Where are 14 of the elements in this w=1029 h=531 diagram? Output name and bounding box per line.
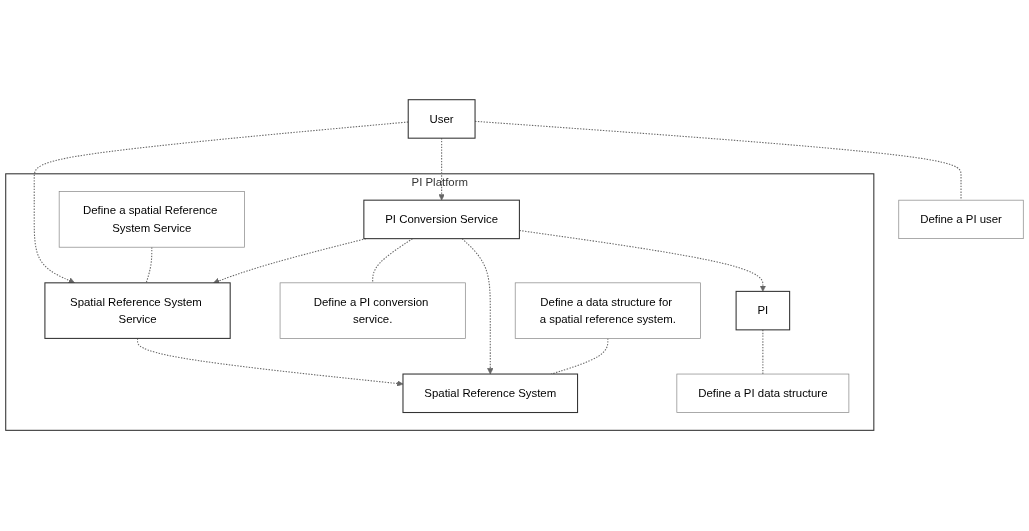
arrow <box>33 121 409 284</box>
node-box: User <box>407 99 476 140</box>
connector <box>145 247 153 284</box>
node-box: Define a PI conversion service. <box>279 282 466 340</box>
node-box: Spatial Reference System Service <box>44 282 231 340</box>
node-box: Define a PI data structure <box>676 374 850 414</box>
node-box: Define a PI user <box>898 200 1024 240</box>
node-box: Define a spatial Reference System Service <box>58 191 245 249</box>
node-box: PI Conversion Service <box>363 200 520 240</box>
arrow <box>438 138 445 201</box>
node-box: Spatial Reference System <box>402 374 579 414</box>
arrow <box>461 238 494 375</box>
node-box: Define a data structure for a spatial reference system. <box>514 282 701 340</box>
node-box: PI <box>735 291 791 331</box>
